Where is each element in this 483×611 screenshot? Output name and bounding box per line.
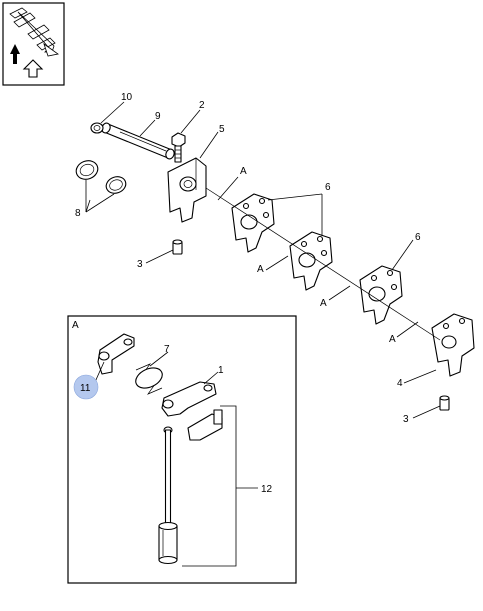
callout-6-upper: 6 — [325, 182, 331, 193]
callout-2: 2 — [199, 100, 205, 111]
callout-3-lower: 3 — [403, 414, 409, 425]
front-arrow-icon — [10, 44, 20, 64]
detail-ref-a-3: A — [320, 298, 327, 309]
leader-lines — [85, 101, 441, 419]
adjuster-rocker — [97, 333, 135, 375]
rocker-arm-1 — [231, 193, 275, 253]
callout-1: 1 — [218, 365, 224, 376]
callout-6-lower: 6 — [415, 232, 421, 243]
callout-4: 4 — [397, 378, 403, 389]
seal-rings — [75, 160, 127, 194]
orientation-box — [2, 2, 65, 86]
bolt — [171, 132, 186, 163]
up-arrow-icon — [22, 59, 44, 78]
detail-ref-a-4: A — [389, 334, 396, 345]
end-bracket — [431, 313, 475, 377]
highlight-callout-11 — [73, 374, 99, 400]
callout-12: 12 — [261, 484, 273, 495]
callout-9: 9 — [155, 111, 161, 122]
tappet — [158, 521, 178, 565]
detail-inset-frame — [67, 315, 297, 584]
detail-ref-a-2: A — [257, 264, 264, 275]
callout-8: 8 — [75, 208, 81, 219]
callout-11: 11 — [80, 383, 91, 394]
callout-10: 10 — [121, 92, 133, 103]
detail-rocker-arm — [161, 381, 217, 417]
dowel-upper — [172, 239, 183, 255]
assembly-axis — [205, 187, 441, 341]
group-bracket-12 — [182, 405, 237, 567]
detail-ref-a-1: A — [240, 166, 247, 177]
orientation-arrows-icon — [9, 7, 59, 57]
callout-7: 7 — [164, 344, 170, 355]
inset-label: A — [72, 320, 79, 331]
rocker-arm-3 — [359, 265, 403, 325]
valve-bridge — [187, 409, 223, 441]
dowel-lower — [439, 395, 450, 411]
spring — [135, 363, 163, 395]
shaft-bracket — [167, 157, 207, 223]
callout-5: 5 — [219, 124, 225, 135]
shaft-plug — [90, 122, 104, 134]
pushrod — [163, 426, 173, 525]
rocker-shaft — [101, 122, 175, 160]
callout-3-upper: 3 — [137, 259, 143, 270]
rocker-arm-2 — [289, 231, 333, 291]
